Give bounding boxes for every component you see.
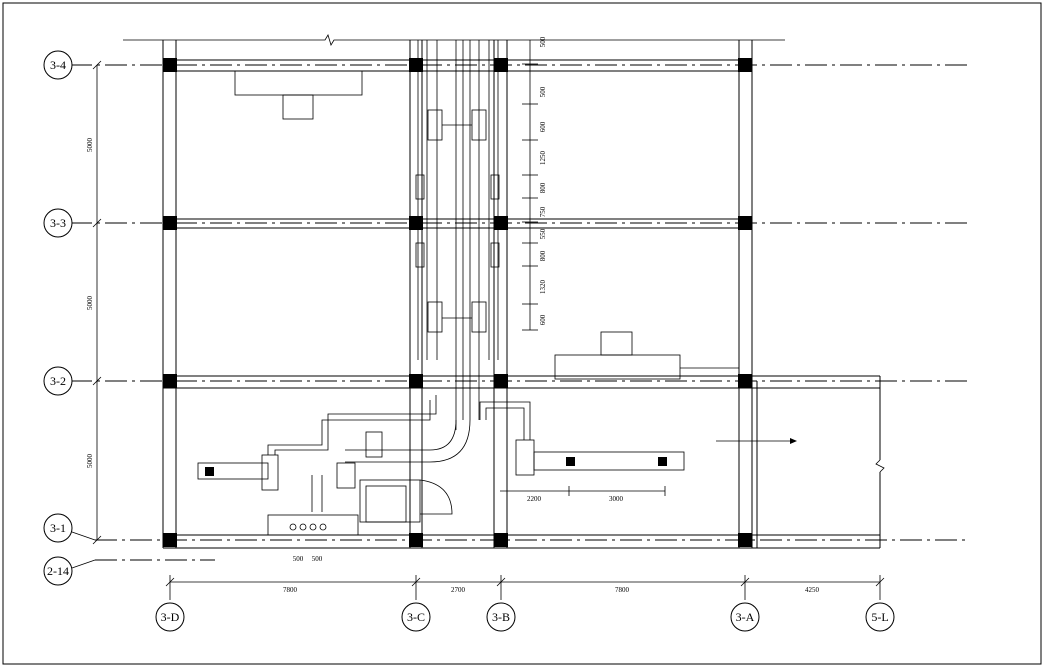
svg-text:3-C: 3-C <box>407 610 425 624</box>
dim-duct-3: 600 <box>539 121 547 132</box>
lower-duct-left <box>197 395 453 536</box>
duct-shaft <box>345 40 500 463</box>
dim-duct-5: 800 <box>539 182 547 193</box>
duct-dimension-ticks <box>522 40 538 331</box>
dim-duct-4: 1250 <box>539 151 547 166</box>
svg-text:3-3: 3-3 <box>50 216 66 230</box>
dim-bottom-2: 2700 <box>451 586 466 594</box>
dim-pipe-2: 500 <box>312 555 323 563</box>
dim-duct-10: 600 <box>539 314 547 325</box>
dim-duct-7: 550 <box>539 228 547 239</box>
dim-duct-9: 1320 <box>539 280 547 295</box>
grid-bubble-3-4: 3-4 <box>43 50 73 80</box>
svg-text:3-A: 3-A <box>736 610 755 624</box>
dim-bottom-1: 7800 <box>283 586 298 594</box>
svg-text:2-14: 2-14 <box>47 564 69 578</box>
svg-text:3-B: 3-B <box>492 610 510 624</box>
dim-duct-h-1: 2200 <box>527 495 542 503</box>
dim-duct-1: 500 <box>539 36 547 47</box>
grid-bubble-3-d: 3-D <box>155 602 185 632</box>
structural-columns <box>163 58 752 547</box>
col-bubbles: 3-D 3-C 3-B 3-A 5-L <box>155 602 895 632</box>
top-break-line <box>123 34 785 46</box>
grid-bubble-3-3: 3-3 <box>43 208 73 238</box>
grid-bubble-3-b: 3-B <box>486 602 516 632</box>
grid-bubble-3-1: 3-1 <box>43 513 96 543</box>
grid-bubble-3-2: 3-2 <box>43 366 73 396</box>
row-bubbles: 3-4 3-3 3-2 3-1 2-14 <box>43 50 96 586</box>
grid-bubble-2-14: 2-14 <box>43 556 96 586</box>
dim-bottom-4: 4250 <box>805 586 820 594</box>
left-dimension-line <box>92 60 102 545</box>
dim-duct-8: 800 <box>539 250 547 261</box>
dim-bottom-3: 7800 <box>615 586 630 594</box>
equipment <box>234 70 739 380</box>
svg-text:5-L: 5-L <box>871 610 888 624</box>
dim-pipe-1: 500 <box>293 555 304 563</box>
grid-axes <box>70 64 970 561</box>
dim-duct-h-2: 3000 <box>609 495 624 503</box>
dim-left-3: 5000 <box>86 454 94 469</box>
dim-duct-6: 750 <box>539 206 547 217</box>
grid-bubble-5-l: 5-L <box>865 602 895 632</box>
walls <box>162 40 885 549</box>
grid-bubble-3-a: 3-A <box>730 602 760 632</box>
svg-text:3-D: 3-D <box>161 610 180 624</box>
svg-text:3-2: 3-2 <box>50 374 66 388</box>
dim-left-2: 5000 <box>86 296 94 311</box>
grid-bubble-3-c: 3-C <box>401 602 431 632</box>
dimension-labels: 7800 2700 7800 4250 5000 5000 5000 500 5… <box>86 36 820 594</box>
svg-text:3-4: 3-4 <box>50 58 66 72</box>
dim-duct-2: 500 <box>539 86 547 97</box>
lower-duct-right <box>479 401 797 496</box>
dim-left-1: 5000 <box>86 138 94 153</box>
svg-text:3-1: 3-1 <box>50 521 66 535</box>
bottom-dimension-line <box>165 575 885 600</box>
